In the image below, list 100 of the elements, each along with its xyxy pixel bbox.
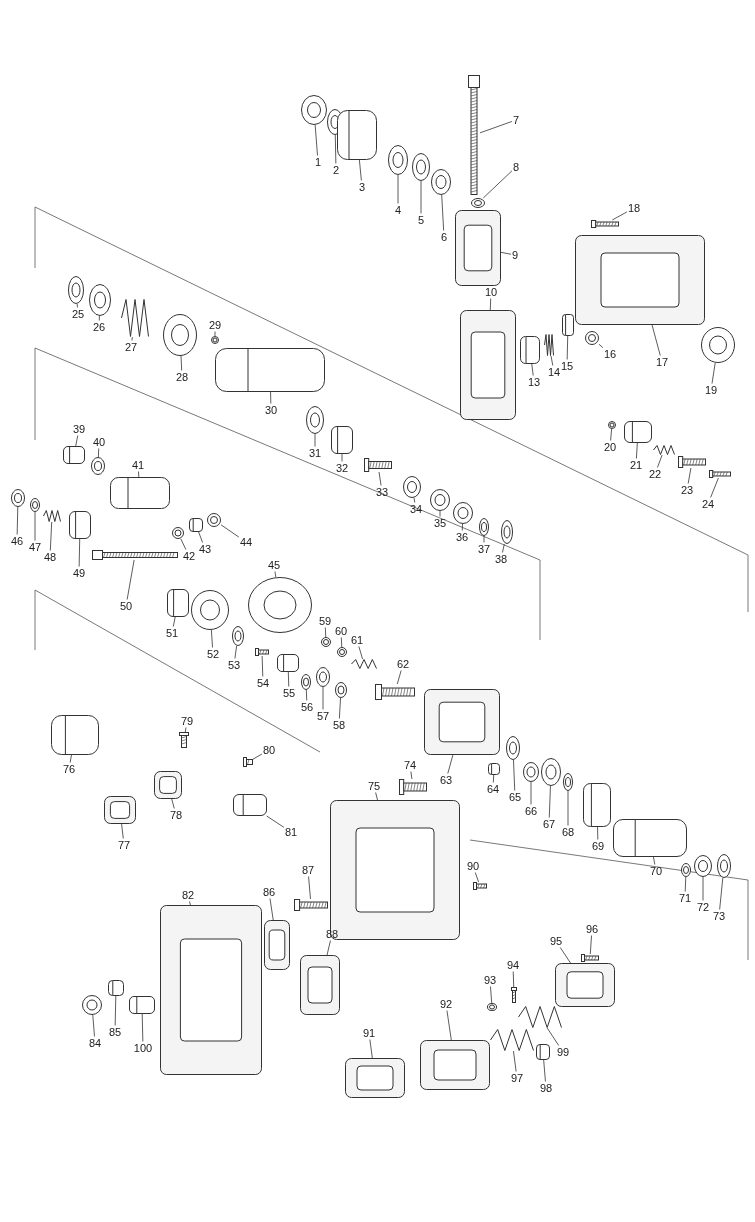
part-drawing xyxy=(306,406,324,434)
callout-number: 14 xyxy=(546,365,562,379)
leader-line xyxy=(502,543,505,553)
callout-number: 98 xyxy=(538,1081,554,1095)
part-drawing xyxy=(506,736,520,760)
callout-number: 30 xyxy=(263,403,279,417)
leader-line xyxy=(492,774,495,783)
part-drawing xyxy=(541,758,561,786)
callout-number: 6 xyxy=(439,230,449,244)
leader-line xyxy=(410,771,413,780)
leader-line xyxy=(314,124,318,156)
callout-number: 94 xyxy=(505,958,521,972)
leader-line xyxy=(214,331,216,337)
callout-number: 5 xyxy=(416,213,426,227)
part-drawing xyxy=(555,963,615,1007)
part-drawing xyxy=(479,518,489,536)
callout-number: 25 xyxy=(70,307,86,321)
part-drawing xyxy=(232,626,244,646)
callout-number: 64 xyxy=(485,782,501,796)
part-drawing xyxy=(523,762,539,782)
leader-line xyxy=(548,785,551,818)
callout-number: 36 xyxy=(454,530,470,544)
callout-number: 63 xyxy=(438,773,454,787)
leader-line xyxy=(378,471,382,486)
leader-line xyxy=(375,792,378,801)
leader-line xyxy=(131,336,133,341)
leader-line xyxy=(597,826,599,840)
leader-line xyxy=(189,901,191,906)
callout-number: 7 xyxy=(511,113,521,127)
leader-line xyxy=(479,121,513,134)
leader-line xyxy=(461,523,463,531)
leader-line xyxy=(210,629,213,648)
callout-number: 3 xyxy=(357,180,367,194)
callout-number: 75 xyxy=(366,779,382,793)
callout-number: 76 xyxy=(61,762,77,776)
part-drawing xyxy=(104,796,136,824)
leader-line xyxy=(719,877,724,910)
leader-line xyxy=(413,497,416,503)
callout-number: 22 xyxy=(647,467,663,481)
part-drawing xyxy=(431,169,451,195)
leader-line xyxy=(49,521,53,551)
part-drawing xyxy=(337,647,347,657)
part-drawing xyxy=(468,75,480,195)
callout-number: 77 xyxy=(116,838,132,852)
callout-number: 58 xyxy=(331,718,347,732)
part-drawing xyxy=(412,153,430,181)
callout-number: 46 xyxy=(9,534,25,548)
leader-line xyxy=(610,428,613,441)
part-drawing xyxy=(160,905,262,1075)
part-drawing xyxy=(575,235,705,325)
part-drawing xyxy=(351,659,377,669)
callout-number: 15 xyxy=(559,359,575,373)
callout-number: 91 xyxy=(361,1026,377,1040)
leader-line xyxy=(274,571,277,578)
callout-number: 41 xyxy=(130,458,146,472)
part-drawing xyxy=(121,299,149,337)
leader-line xyxy=(512,971,515,988)
leader-line xyxy=(651,324,661,356)
callout-number: 33 xyxy=(374,485,390,499)
part-drawing xyxy=(563,773,573,791)
leader-line xyxy=(184,727,187,733)
callout-number: 80 xyxy=(261,743,277,757)
part-drawing xyxy=(453,502,473,524)
part-drawing xyxy=(624,421,652,443)
callout-number: 54 xyxy=(255,676,271,690)
callout-number: 82 xyxy=(180,888,196,902)
callout-number: 60 xyxy=(333,624,349,638)
part-drawing xyxy=(92,550,178,560)
part-drawing xyxy=(264,920,290,970)
leader-line xyxy=(16,506,19,535)
callout-number: 86 xyxy=(261,885,277,899)
callout-number: 85 xyxy=(107,1025,123,1039)
part-drawing xyxy=(63,446,85,464)
leader-line xyxy=(566,335,569,360)
leader-line xyxy=(98,315,100,321)
callout-number: 92 xyxy=(438,997,454,1011)
leader-line xyxy=(220,524,240,538)
part-drawing xyxy=(337,110,377,160)
leader-line xyxy=(441,194,445,231)
part-drawing xyxy=(243,757,253,767)
callout-number: 93 xyxy=(482,973,498,987)
leader-line xyxy=(359,159,362,181)
leader-line xyxy=(530,781,532,805)
leader-line xyxy=(334,134,337,164)
callout-number: 24 xyxy=(700,497,716,511)
callout-number: 51 xyxy=(164,626,180,640)
callout-number: 67 xyxy=(541,817,557,831)
leader-line xyxy=(489,298,492,311)
callout-number: 55 xyxy=(281,686,297,700)
callout-number: 34 xyxy=(408,502,424,516)
part-drawing xyxy=(364,458,392,472)
leader-line xyxy=(657,454,663,468)
leader-line xyxy=(567,790,569,826)
part-drawing xyxy=(488,763,500,775)
part-drawing xyxy=(473,882,487,890)
leader-line xyxy=(711,362,716,384)
part-drawing xyxy=(91,457,105,475)
callout-number: 19 xyxy=(703,383,719,397)
callout-number: 27 xyxy=(123,340,139,354)
callout-number: 71 xyxy=(677,891,693,905)
